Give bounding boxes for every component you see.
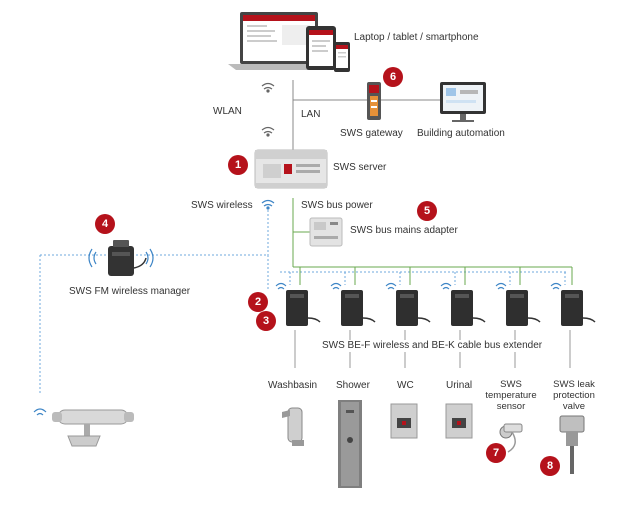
leak-valve-icon: [559, 415, 585, 474]
drop-lines: [294, 330, 571, 368]
server-icon: [254, 149, 328, 189]
fm-manager-icon: [88, 240, 154, 276]
shower-label: Shower: [336, 380, 370, 391]
temp-label-line3: sensor: [496, 401, 526, 412]
urinal-label: Urinal: [446, 380, 473, 391]
extender-1-icon: [286, 290, 321, 326]
extender-label: SWS BE-F wireless and BE-K cable bus ext…: [322, 340, 543, 351]
badge-8: 8: [540, 456, 560, 476]
monitor-icon: [440, 82, 486, 122]
extender-6-icon: [561, 290, 596, 326]
gateway-icon: [367, 82, 381, 120]
extender-icons: [286, 290, 596, 326]
thermostat-tap-icon: [33, 408, 134, 447]
building-label: Building automation: [417, 128, 505, 139]
bus-lines: [292, 198, 573, 285]
lan-lines: [292, 80, 440, 150]
tablet-icon: [306, 26, 336, 70]
badge-4: 4: [95, 214, 115, 234]
extender-5-icon: [506, 290, 541, 326]
badge-7: 7: [486, 443, 506, 463]
temperature-sensor-icon: [499, 423, 523, 453]
wireless-label: SWS wireless: [191, 200, 253, 211]
mains-label: SWS bus mains adapter: [350, 225, 458, 236]
extender-4-icon: [451, 290, 486, 326]
washbasin-tap-icon: [282, 407, 304, 446]
badge-6: 6: [383, 67, 403, 87]
smartphone-icon: [334, 42, 350, 72]
badge-2: 2: [248, 292, 268, 312]
wlan-label: WLAN: [213, 106, 242, 117]
temp-label-line1: SWS: [500, 379, 522, 390]
temp-label-line2: temperature: [485, 390, 537, 401]
extender-2-icon: [341, 290, 376, 326]
wifi-icon: [261, 82, 275, 137]
extender-wifi-icons: [275, 282, 562, 290]
gateway-label: SWS gateway: [340, 128, 403, 139]
wireless-wifi-icon: [261, 199, 275, 210]
wc-label: WC: [397, 380, 414, 391]
badge-1: 1: [228, 155, 248, 175]
mains-adapter-icon: [309, 217, 343, 247]
badge-3: 3: [256, 311, 276, 331]
laptop-icon: [228, 12, 330, 70]
badge-5: 5: [417, 201, 437, 221]
leak-label-line3: valve: [562, 401, 586, 412]
wc-panel-icon: [390, 403, 418, 439]
fm-label: SWS FM wireless manager: [69, 286, 191, 297]
leak-label-line1: SWS leak: [553, 379, 595, 390]
lan-label: LAN: [301, 109, 321, 120]
leak-label-line2: protection: [553, 390, 595, 401]
urinal-panel-icon: [445, 403, 473, 439]
washbasin-label: Washbasin: [268, 380, 318, 391]
shower-panel-icon: [338, 400, 362, 488]
device-label: Laptop / tablet / smartphone: [354, 32, 479, 43]
extender-3-icon: [396, 290, 431, 326]
buspower-label: SWS bus power: [301, 200, 373, 211]
server-label: SWS server: [333, 162, 387, 173]
